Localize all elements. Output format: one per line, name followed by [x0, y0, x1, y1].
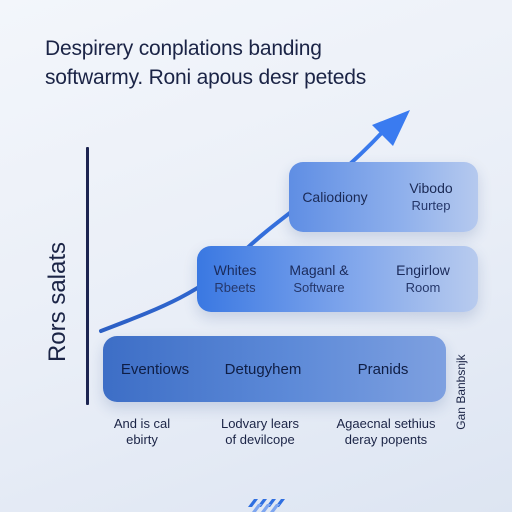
tier-bottom-box: Eventiows Detugyhem Pranids — [103, 336, 446, 402]
below-right-line2: deray popents — [344, 432, 428, 447]
stripes-logo-icon — [248, 499, 285, 512]
tier-middle-right-line1: Engirlow — [396, 262, 450, 278]
tier-middle-right-line2: Room — [405, 280, 441, 295]
below-center-line1: Lodvary lears — [220, 416, 300, 431]
tier-bottom-left-line1: Eventiows — [120, 361, 190, 378]
tier-top-box: Caliodiony Vibodo Rurtep — [289, 162, 478, 232]
side-label: Gan Banbsnjk — [454, 354, 468, 430]
tier-middle-box: Whites Rbeets Maganl & Software Engirlow… — [197, 246, 478, 312]
axis-label: Rors salats — [44, 241, 71, 363]
below-caption-right: Agaecnal sethius deray popents — [336, 416, 435, 448]
tier-middle-center-line1: Maganl & — [289, 262, 349, 278]
page-title: Despirery conplations banding softwarmy.… — [45, 34, 485, 92]
title-line-2: softwarmy. Roni apous desr peteds — [45, 66, 367, 89]
tier-middle-left-line1: Whites — [213, 262, 257, 278]
tier-top-left: Caliodiony — [302, 188, 367, 206]
tier-middle-center-line2: Software — [293, 280, 345, 295]
below-right-line1: Agaecnal sethius — [336, 416, 436, 431]
tier-top-right-line2: Rurtep — [411, 198, 451, 213]
tier-middle-right: Engirlow Room — [396, 261, 450, 297]
below-caption-left: And is cal ebirty — [114, 416, 170, 448]
below-left-line2: ebirty — [126, 432, 158, 447]
tier-bottom-right: Pranids — [358, 361, 409, 379]
below-left-line1: And is cal — [113, 416, 171, 431]
tier-middle-left: Whites Rbeets — [214, 261, 257, 297]
below-center-line2: of devilcope — [225, 432, 295, 447]
title-line-1: Despirery conplations banding — [45, 37, 322, 60]
tier-top-right: Vibodo Rurtep — [409, 179, 452, 215]
tier-bottom-right-line1: Pranids — [357, 361, 409, 378]
tier-bottom-left: Eventiows — [121, 361, 189, 379]
tier-top-left-line1: Caliodiony — [302, 189, 368, 205]
tier-bottom-center: Detugyhem — [225, 361, 302, 379]
vertical-axis-line — [86, 147, 89, 405]
tier-middle-center: Maganl & Software — [289, 261, 348, 297]
below-caption-center: Lodvary lears of devilcope — [221, 416, 299, 448]
tier-bottom-center-line1: Detugyhem — [224, 361, 302, 378]
tier-middle-left-line2: Rbeets — [214, 280, 256, 295]
tier-top-right-line1: Vibodo — [409, 180, 453, 196]
